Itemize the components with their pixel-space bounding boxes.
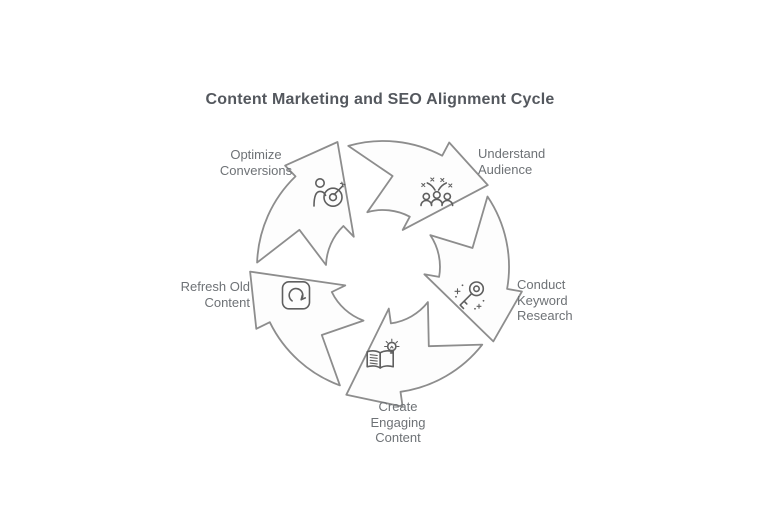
step-label-line: Keyword — [517, 292, 568, 308]
step-label-conduct-keyword-research: Conduct Keyword Research — [517, 277, 617, 324]
step-label-line: Content — [204, 294, 250, 310]
step-label-line: Audience — [478, 161, 533, 177]
step-label-line: Conduct — [517, 277, 566, 292]
step-label-refresh-old-content: Refresh Old Content — [150, 279, 250, 310]
step-label-line: Optimize — [230, 147, 282, 162]
refresh-cycle-icon — [281, 280, 311, 310]
step-label-line: Content — [375, 430, 421, 445]
cycle-arrow-segment — [423, 195, 523, 343]
step-label-line: Refresh Old — [180, 279, 250, 294]
keyword-key-icon — [454, 281, 485, 310]
step-label-create-engaging-content: Create Engaging Content — [348, 399, 448, 446]
target-person-icon — [313, 178, 346, 207]
step-label-optimize-conversions: Optimize Conversions — [201, 147, 311, 178]
step-label-line: Conversions — [219, 162, 293, 178]
step-label-understand-audience: Understand Audience — [478, 146, 588, 177]
book-idea-icon — [366, 338, 400, 369]
step-label-line: Create — [378, 399, 418, 414]
cycle-arrow-segment — [347, 140, 489, 231]
cycle-arrow-segment — [249, 270, 365, 387]
step-label-line: Engaging — [370, 414, 426, 430]
audience-icon — [420, 177, 454, 207]
cycle-arrow-segment — [256, 141, 355, 266]
cycle-arrow-ring — [249, 140, 523, 408]
step-label-line: Research — [517, 308, 573, 323]
step-label-line: Understand — [478, 146, 546, 161]
diagram-title: Content Marketing and SEO Alignment Cycl… — [205, 91, 555, 108]
cycle-arrow-segment — [345, 301, 484, 408]
